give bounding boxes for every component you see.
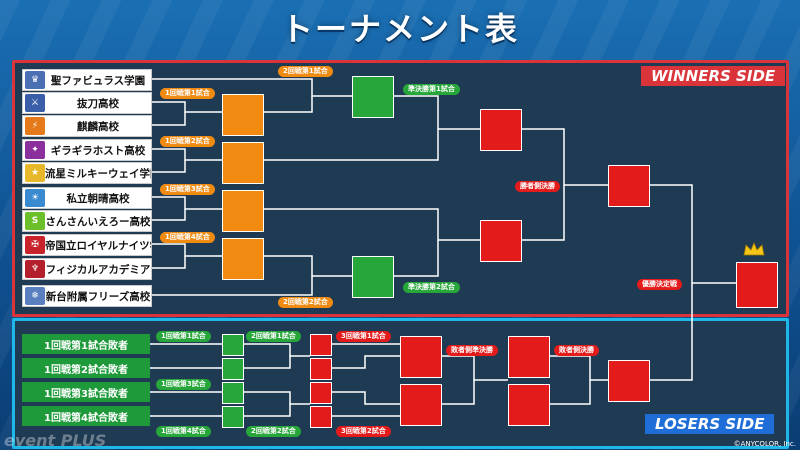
match-box-sf2: [480, 220, 522, 262]
host-crest-icon: ✦: [25, 141, 45, 159]
match-box-r2m2: [352, 256, 394, 298]
tag-r2m2: 2回戦第2試合: [278, 297, 333, 308]
tag-r1m2: 1回戦第2試合: [160, 136, 215, 147]
losers-side-label: LOSERS SIDE: [645, 414, 775, 434]
tag-grand-final: 優勝決定戦: [637, 279, 682, 290]
knights-crest-icon: ✠: [25, 236, 45, 254]
tag-losers-semifinal: 敗者側準決勝: [446, 345, 498, 356]
team-row: ♆ フィジカルアカデミア: [22, 258, 152, 280]
sun-crest-icon: ☀: [25, 189, 45, 207]
team-row: ✠ 帝国立ロイヤルナイツ学園: [22, 234, 152, 256]
loser-slot: 1回戦第4試合敗者: [22, 406, 150, 426]
team-name: フィジカルアカデミア: [45, 263, 151, 276]
loser-slot: 1回戦第1試合敗者: [22, 334, 150, 354]
loser-slot: 1回戦第3試合敗者: [22, 382, 150, 402]
match-box-r1m3: [222, 190, 264, 232]
tag-winners-final: 勝者側決勝: [515, 181, 560, 192]
match-box-l2a: [310, 334, 332, 356]
team-name: 新台附属フリーズ高校: [45, 290, 151, 303]
star-crest-icon: ★: [25, 164, 45, 182]
match-box-r1m4: [222, 238, 264, 280]
copyright: ©ANYCOLOR, Inc.: [733, 440, 796, 448]
team-name: さんさんいえろー高校: [45, 215, 151, 228]
team-row: ⚡ 麒麟高校: [22, 115, 152, 137]
match-box-losers-semifinal: [508, 336, 550, 378]
match-box-l2c: [310, 382, 332, 404]
team-row: ★ 流星ミルキーウェイ学園: [22, 162, 152, 184]
team-name: ギラギラホスト高校: [50, 144, 146, 157]
freeze-crest-icon: ❄: [25, 287, 45, 305]
team-name: 私立朝晴高校: [66, 192, 130, 205]
team-name: 麒麟高校: [77, 120, 119, 133]
tag-l3b: 3回戦第2試合: [336, 426, 391, 437]
team-name: 抜刀高校: [77, 97, 119, 110]
tag-l1c: 1回戦第3試合: [156, 379, 211, 390]
match-box-r1m2: [222, 142, 264, 184]
match-box-sf1: [480, 109, 522, 151]
match-box-grand-final: [736, 262, 778, 308]
match-box-l2d: [310, 406, 332, 428]
match-box-l2b: [310, 358, 332, 380]
winners-side-label: WINNERS SIDE: [641, 66, 786, 86]
sy-crest-icon: S: [25, 212, 45, 230]
team-row: ⚔ 抜刀高校: [22, 92, 152, 114]
kirin-crest-icon: ⚡: [25, 117, 45, 135]
match-box-r2m1: [352, 76, 394, 118]
tag-r2m1: 2回戦第1試合: [278, 66, 333, 77]
tag-l1a: 1回戦第1試合: [156, 331, 211, 342]
fabulous-crest-icon: ♛: [25, 71, 45, 89]
tag-l2a: 2回戦第1試合: [246, 331, 301, 342]
tag-r1m4: 1回戦第4試合: [160, 232, 215, 243]
tag-sf2: 準決勝第2試合: [403, 282, 460, 293]
match-box-winners-final: [608, 165, 650, 207]
tag-sf1: 準決勝第1試合: [403, 84, 460, 95]
match-box-l1c: [222, 382, 244, 404]
physical-crest-icon: ♆: [25, 260, 45, 278]
match-box-l1d: [222, 406, 244, 428]
sword-crest-icon: ⚔: [25, 94, 45, 112]
match-box-losers-semifinal-b: [508, 384, 550, 426]
loser-slot: 1回戦第2試合敗者: [22, 358, 150, 378]
crown-icon: [743, 242, 765, 256]
team-name: 聖ファビュラス学園: [50, 74, 146, 87]
team-row: ❄ 新台附属フリーズ高校: [22, 285, 152, 307]
match-box-l1b: [222, 358, 244, 380]
event-logo: event PLUS: [4, 431, 107, 450]
match-box-r1m1: [222, 94, 264, 136]
team-row: ✦ ギラギラホスト高校: [22, 139, 152, 161]
team-name: 帝国立ロイヤルナイツ学園: [45, 239, 151, 252]
tag-l2b: 2回戦第2試合: [246, 426, 301, 437]
tag-l1d: 1回戦第4試合: [156, 426, 211, 437]
tag-r1m1: 1回戦第1試合: [160, 88, 215, 99]
tag-losers-final: 敗者側決勝: [554, 345, 599, 356]
tag-r1m3: 1回戦第3試合: [160, 184, 215, 195]
match-box-losers-final: [608, 360, 650, 402]
page-title: トーナメント表: [280, 10, 519, 48]
team-row: ☀ 私立朝晴高校: [22, 187, 152, 209]
match-box-l3b: [400, 384, 442, 426]
tag-l3a: 3回戦第1試合: [336, 331, 391, 342]
match-box-l1a: [222, 334, 244, 356]
team-row: S さんさんいえろー高校: [22, 210, 152, 232]
team-row: ♛ 聖ファビュラス学園: [22, 69, 152, 91]
team-name: 流星ミルキーウェイ学園: [45, 167, 151, 180]
match-box-l3a: [400, 336, 442, 378]
